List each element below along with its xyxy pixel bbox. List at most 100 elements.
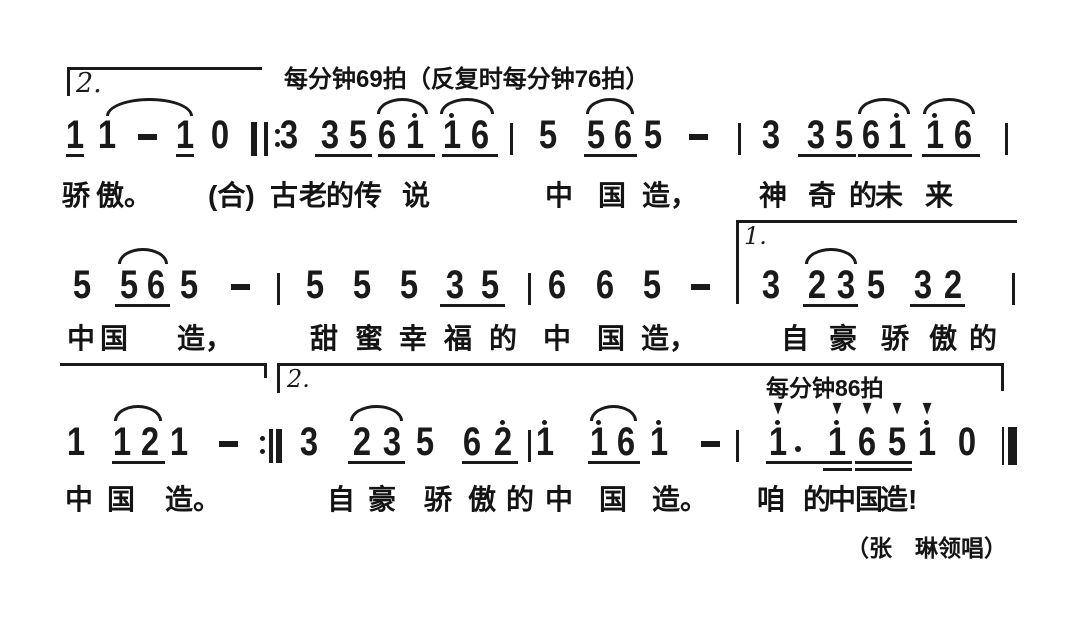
lyric-syllable: 傲: [468, 484, 497, 515]
octave-dot: [500, 420, 505, 425]
repeat-dot: [275, 142, 280, 147]
lyric-syllable: 造，: [177, 323, 234, 354]
lyric-syllable: 说: [402, 180, 431, 211]
lyric-syllable: 中: [65, 484, 94, 515]
barline: [736, 430, 739, 462]
note-digit: 2: [807, 263, 827, 307]
ending-bracket-tick: [67, 67, 70, 96]
note-digit: 6: [595, 263, 615, 307]
note-digit: 5: [586, 113, 606, 157]
barline: [1005, 123, 1008, 155]
ending-bracket-line: [67, 67, 262, 70]
note-digit: 5: [480, 263, 500, 307]
dash-note: [138, 134, 157, 140]
octave-dot: [596, 420, 601, 425]
note-digit: 1: [112, 420, 132, 464]
beam-underline: [66, 154, 84, 157]
octave-dot: [412, 113, 417, 118]
beam-underline: [855, 468, 912, 471]
beam-underline: [922, 154, 980, 157]
note-digit: 5: [866, 263, 886, 307]
attribution: （张 琳领唱）: [846, 535, 1007, 561]
lyric-syllable: 来: [925, 180, 954, 211]
note-digit: 3: [445, 263, 465, 307]
note-digit: 6: [857, 420, 877, 464]
note-digit: 3: [836, 263, 856, 307]
begin-repeat-bar: [251, 122, 257, 156]
barline: [528, 273, 531, 305]
note-digit: 3: [320, 113, 340, 157]
lyric-syllable: 国: [598, 180, 627, 211]
note-digit: 6: [953, 113, 973, 157]
lyric-syllable: 的: [326, 180, 355, 211]
note-digit: 1: [768, 420, 788, 464]
octave-dot: [542, 420, 547, 425]
tempo-marking-1: 每分钟69拍（反复时每分钟76拍）: [284, 66, 650, 93]
octave-dot: [932, 113, 937, 118]
barline: [510, 123, 513, 155]
lyric-syllable: 骄: [881, 323, 910, 354]
lyric-syllable: 中: [545, 484, 574, 515]
begin-repeat-bar: [264, 122, 268, 156]
ending-bracket-tick: [736, 220, 739, 304]
lyric-syllable: 中: [545, 180, 574, 211]
note-digit: 5: [834, 113, 854, 157]
accent-mark: ▼: [770, 397, 786, 420]
note-digit: 1: [442, 113, 462, 157]
note-digit: 1: [97, 113, 117, 157]
beam-underline: [462, 461, 518, 464]
lyric-syllable: 的: [969, 323, 998, 354]
octave-dot: [449, 113, 454, 118]
lyric-syllable: 神: [759, 180, 788, 211]
beam-underline: [584, 154, 637, 157]
final-bar-thin: [1002, 427, 1004, 465]
slur-arc: [118, 248, 168, 264]
note-digit: 3: [806, 113, 826, 157]
note-digit: 5: [179, 263, 199, 307]
accent-mark: ▼: [859, 397, 875, 420]
lyric-syllable: 造，: [642, 180, 699, 211]
note-digit: 1: [405, 113, 425, 157]
note-digit: 5: [415, 420, 435, 464]
beam-underline: [378, 154, 435, 157]
beam-underline: [112, 461, 165, 464]
lyric-syllable: 的: [849, 180, 878, 211]
note-digit: 5: [119, 263, 139, 307]
note-digit: 1: [535, 420, 555, 464]
lyric-syllable: 未: [875, 180, 904, 211]
beam-underline: [910, 304, 965, 307]
dash-note: [231, 284, 250, 290]
beam-underline: [442, 154, 498, 157]
barline: [1012, 273, 1015, 305]
lyric-syllable: 自: [781, 323, 810, 354]
accent-mark: ▼: [829, 397, 845, 420]
note-digit: 1: [917, 420, 937, 464]
note-digit: 5: [643, 113, 663, 157]
note-digit: 5: [352, 263, 372, 307]
ending-bracket-line: [736, 220, 1017, 223]
lyric-syllable: 造!: [880, 484, 918, 515]
lyric-syllable: 老: [299, 180, 328, 211]
slur-arc: [590, 405, 637, 421]
note-digit: 2: [352, 420, 372, 464]
lyric-syllable: 国: [100, 323, 129, 354]
repeat-dot: [275, 129, 280, 134]
lyric-syllable: 国: [599, 484, 628, 515]
note-digit: 6: [547, 263, 567, 307]
beam-underline: [823, 468, 852, 471]
note-digit: 2: [140, 420, 160, 464]
lyric-syllable: 骄: [62, 180, 91, 211]
tempo-marking-2: 每分钟86拍: [766, 375, 884, 401]
note-digit: 3: [279, 113, 299, 157]
lyric-syllable: 造。: [652, 484, 709, 515]
note-digit: 5: [72, 263, 92, 307]
repeat-dot: [260, 436, 265, 441]
lyric-syllable: 中: [543, 323, 572, 354]
lyric-syllable: 中: [828, 484, 857, 515]
lyric-syllable: 国: [855, 484, 884, 515]
lyric-syllable: (合): [208, 180, 255, 211]
note-digit: 6: [616, 420, 636, 464]
beam-underline: [855, 461, 912, 464]
lyric-syllable: 造。: [165, 484, 222, 515]
